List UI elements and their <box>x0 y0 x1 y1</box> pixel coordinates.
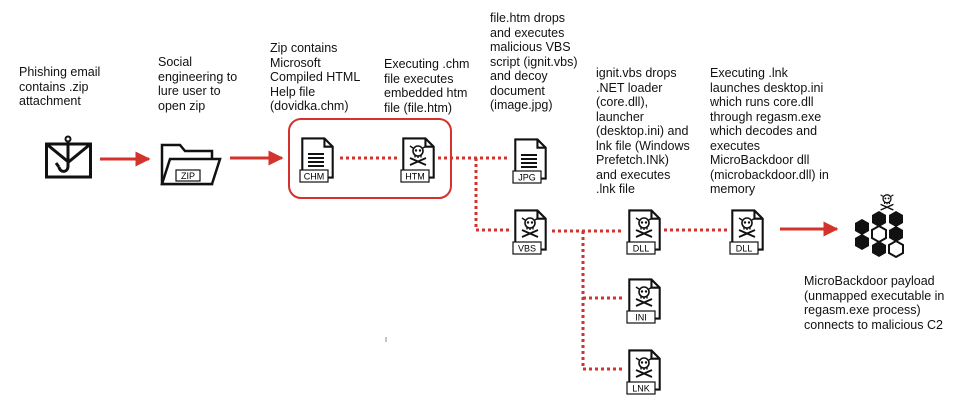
core-dll-tag: DLL <box>633 244 650 254</box>
htm-tag: HTM <box>405 172 425 182</box>
connectors <box>100 150 839 371</box>
dotted-vbs-to-ini-lnk <box>581 231 624 371</box>
label-executing-lnk: Executing .lnk launches desktop.ini whic… <box>710 66 829 196</box>
zip-tag: ZIP <box>181 171 195 181</box>
jpg-tag: JPG <box>518 173 536 183</box>
label-ignit-vbs: ignit.vbs drops .NET loader (core.dll), … <box>596 66 690 196</box>
chm-tag: CHM <box>304 172 325 182</box>
core-dll-biohazard-document-icon: DLL <box>626 209 661 255</box>
ini-tag: INI <box>635 313 647 323</box>
jpg-document-icon: JPG <box>512 138 547 184</box>
chm-document-icon: CHM <box>299 137 334 183</box>
label-executing-chm: Executing .chm file executes embedded ht… <box>384 57 470 115</box>
lnk-biohazard-document-icon: LNK <box>626 349 661 395</box>
backdoor-dll-biohazard-document-icon: DLL <box>729 209 764 255</box>
dotted-htm-to-vbs <box>474 158 510 232</box>
vbs-biohazard-document-icon: VBS <box>512 209 547 255</box>
label-zip-contains: Zip contains Microsoft Compiled HTML Hel… <box>270 41 361 113</box>
htm-biohazard-document-icon: HTM <box>400 137 435 183</box>
label-file-htm: file.htm drops and executes malicious VB… <box>490 11 578 112</box>
label-social-engineering: Social engineering to lure user to open … <box>158 55 238 113</box>
phishing-email-hook-icon <box>45 135 92 179</box>
hexagon-cluster-biohazard-icon <box>855 194 904 259</box>
backdoor-dll-tag: DLL <box>736 244 753 254</box>
lnk-tag: LNK <box>632 384 650 394</box>
chm-htm-highlight-box <box>288 118 452 199</box>
vbs-tag: VBS <box>518 244 536 254</box>
ini-biohazard-document-icon: INI <box>626 278 661 324</box>
label-payload: MicroBackdoor payload (unmapped executab… <box>804 274 945 332</box>
label-phishing-email: Phishing email contains .zip attachment <box>19 65 101 108</box>
